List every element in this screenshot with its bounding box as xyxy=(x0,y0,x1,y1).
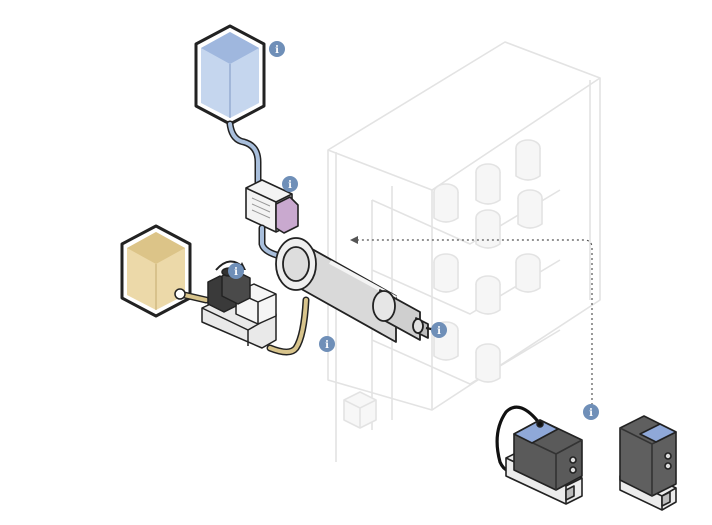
info-glyph: i xyxy=(275,45,279,56)
info-icon-oil-tube[interactable]: i xyxy=(319,336,335,352)
info-icon-valve[interactable]: i xyxy=(228,263,244,279)
info-glyph: i xyxy=(288,180,292,191)
pump-cylinder xyxy=(275,237,437,343)
info-glyph: i xyxy=(589,408,593,419)
info-glyph: i xyxy=(234,267,238,278)
mass-flow-controller xyxy=(619,415,677,511)
oil-solenoid-valve xyxy=(201,267,277,349)
info-glyph: i xyxy=(437,326,441,337)
info-icon-pump[interactable]: i xyxy=(431,322,447,338)
lab-cabinet-background xyxy=(327,41,601,462)
info-icon-flow-controller[interactable]: i xyxy=(583,404,599,420)
info-glyph: i xyxy=(325,340,329,351)
info-icon-water-tank[interactable]: i xyxy=(269,41,285,57)
water-tank xyxy=(194,24,266,126)
inline-filter xyxy=(245,179,299,234)
mass-flow-controller-connected xyxy=(495,405,583,505)
oil-tank xyxy=(120,224,192,318)
info-icon-filter[interactable]: i xyxy=(282,176,298,192)
